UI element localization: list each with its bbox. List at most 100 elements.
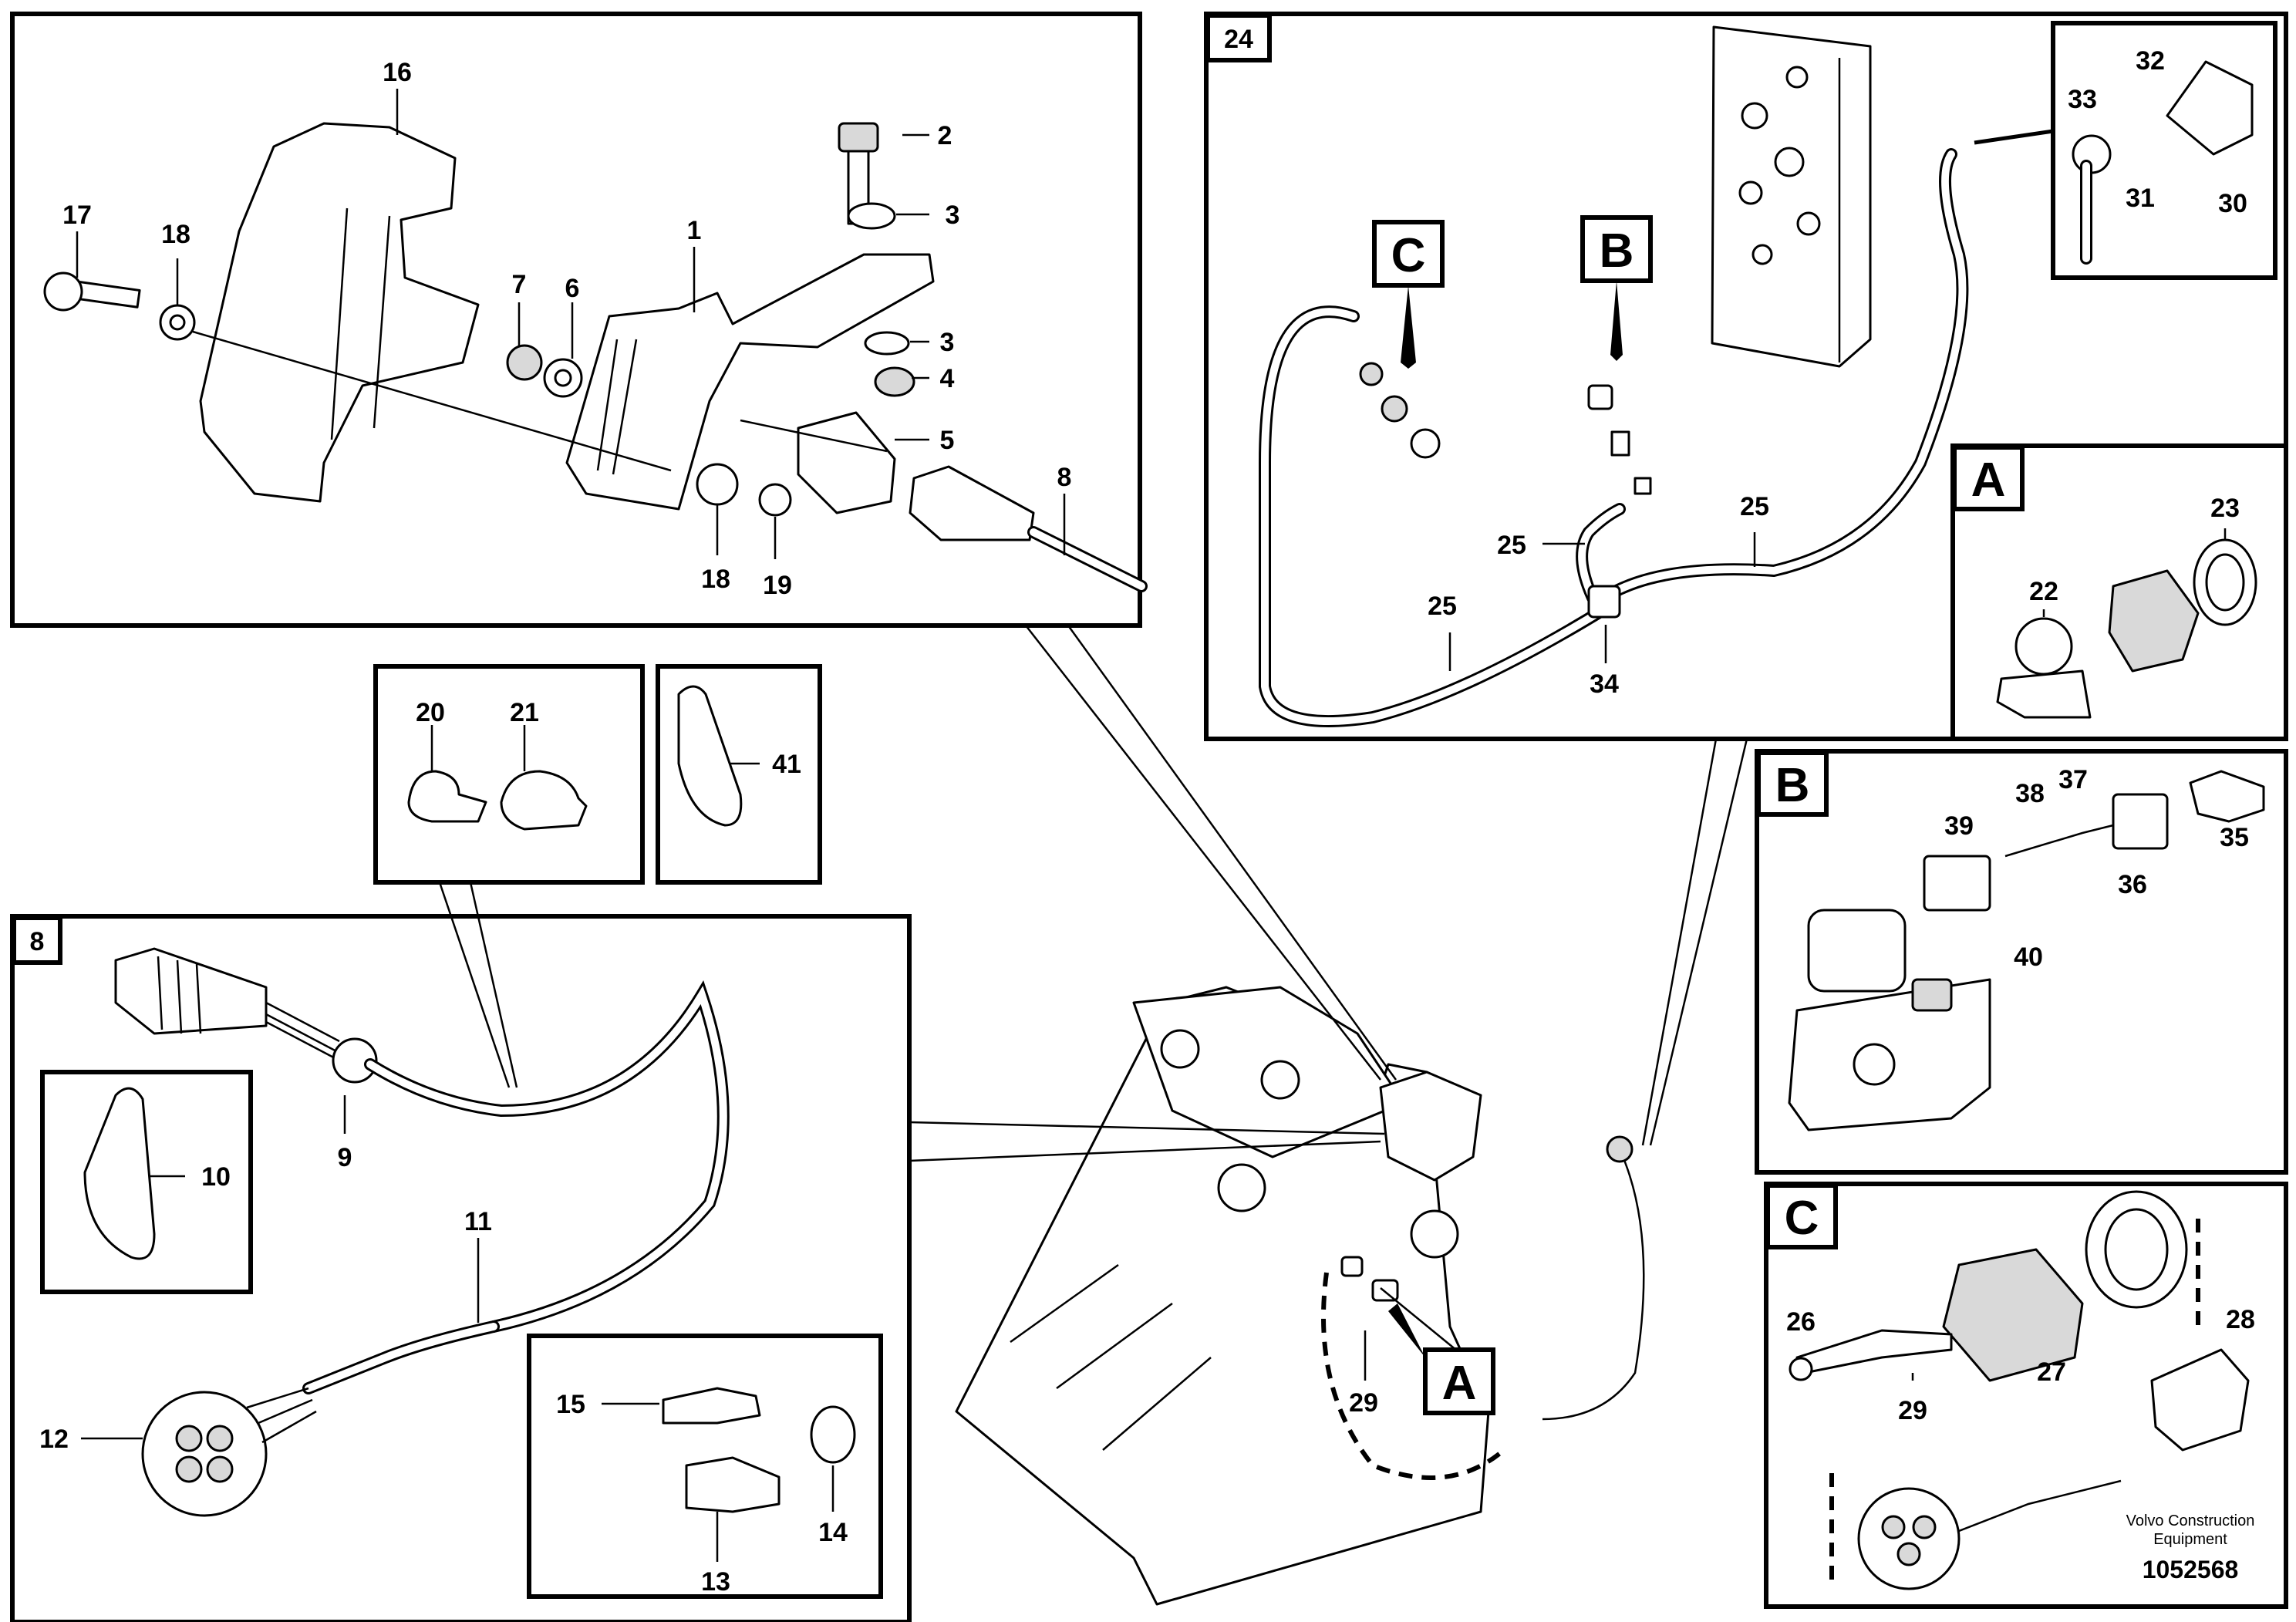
panel-sensor-bracket	[10, 12, 1148, 628]
panel-8-harness	[10, 914, 912, 1622]
label-10: 10	[201, 1162, 231, 1192]
connector-39	[1923, 855, 1991, 912]
o-ring-22	[2014, 617, 2073, 676]
plug-28	[2150, 1348, 2250, 1452]
label-9: 9	[338, 1143, 352, 1172]
box-8: 8	[12, 916, 62, 965]
seal-14	[810, 1405, 856, 1464]
grommet-9	[332, 1037, 378, 1084]
label-8-top: 8	[1057, 463, 1072, 492]
callout-lines	[438, 625, 1748, 1358]
box-b: B	[1756, 750, 1829, 817]
clip-20	[407, 770, 487, 823]
svg-text:C: C	[1785, 1192, 1819, 1245]
label-18b: 18	[701, 565, 730, 594]
svg-text:24: 24	[1224, 25, 1253, 54]
label-3: 3	[946, 201, 960, 230]
callout-c: C	[1372, 220, 1445, 369]
label-26: 26	[1786, 1307, 1816, 1337]
inset-41	[656, 664, 822, 885]
label-30: 30	[2218, 189, 2247, 218]
bolt-head-17	[43, 271, 83, 312]
label-11: 11	[464, 1207, 492, 1236]
label-27: 27	[2037, 1357, 2066, 1387]
connector-12	[141, 1391, 268, 1517]
clip-21	[500, 770, 588, 831]
bracket-1	[565, 253, 935, 511]
connector-body-a	[2108, 569, 2200, 673]
tee-fitting-34	[1587, 585, 1621, 619]
part-numbers: 16 17 18 7 6 1 2 3 3 4 5 8 18 19 20 21 4…	[39, 46, 2255, 1597]
knob-30	[2166, 60, 2254, 156]
nut-7	[506, 344, 543, 381]
label-16: 16	[383, 58, 412, 87]
loader-frame	[955, 986, 1645, 1606]
svg-text:A: A	[1442, 1357, 1477, 1410]
cable-tie-41	[677, 685, 743, 827]
inset-20-21	[373, 664, 645, 885]
label-23: 23	[2210, 494, 2240, 523]
cable-tie-10	[83, 1087, 156, 1260]
solenoid-coil	[1807, 909, 1907, 993]
label-37: 37	[2058, 765, 2088, 794]
seal-26	[1789, 1357, 1813, 1381]
washer-19	[758, 483, 792, 517]
label-31: 31	[2126, 184, 2155, 213]
label-2: 2	[938, 121, 952, 150]
label-5: 5	[940, 426, 955, 455]
label-34: 34	[1590, 669, 1619, 699]
label-4: 4	[940, 364, 955, 393]
label-14: 14	[818, 1518, 848, 1547]
panel-24-hoses	[1204, 12, 2288, 741]
elbow-35	[2189, 770, 2265, 823]
connector-27	[1942, 1248, 2084, 1382]
label-25b: 25	[1740, 492, 1769, 521]
label-38: 38	[2015, 779, 2045, 808]
washer-3b	[864, 331, 910, 356]
svg-text:A: A	[1971, 454, 2006, 507]
connector-face	[1857, 1487, 1961, 1590]
label-28: 28	[2226, 1305, 2255, 1334]
label-17: 17	[62, 201, 92, 230]
svg-text:8: 8	[30, 927, 45, 956]
panel-B	[1755, 749, 2288, 1175]
panel-C	[1764, 1182, 2288, 1609]
label-29b: 29	[1898, 1396, 1927, 1425]
label-35: 35	[2220, 823, 2249, 852]
label-12: 12	[39, 1425, 69, 1454]
label-21: 21	[510, 698, 539, 727]
doc-number: 1052568	[2143, 1556, 2239, 1583]
terminal-13	[685, 1456, 781, 1513]
label-39: 39	[1944, 811, 1974, 841]
label-40: 40	[2014, 943, 2043, 972]
label-29a: 29	[1349, 1388, 1378, 1418]
label-22: 22	[2029, 577, 2058, 606]
box-a: A	[1952, 445, 2025, 511]
label-19: 19	[763, 571, 792, 600]
box-24: 24	[1205, 13, 1272, 62]
label-13: 13	[701, 1567, 730, 1597]
label-1: 1	[687, 216, 702, 245]
callout-a: A	[1388, 1303, 1495, 1415]
sensor-body-8	[114, 947, 268, 1035]
label-3b: 3	[940, 328, 955, 357]
label-7: 7	[512, 270, 527, 299]
label-36: 36	[2118, 870, 2147, 899]
svg-text:B: B	[1775, 759, 1810, 812]
connector-36	[2112, 793, 2169, 850]
pin-15	[662, 1387, 761, 1425]
label-15: 15	[556, 1390, 585, 1419]
label-41: 41	[772, 750, 801, 779]
washer-18b	[696, 463, 739, 506]
svg-text:B: B	[1600, 224, 1634, 278]
label-25a: 25	[1497, 531, 1526, 560]
label-25c: 25	[1428, 592, 1457, 621]
label-6: 6	[565, 274, 580, 303]
label-33: 33	[2068, 85, 2097, 114]
number-leaders	[76, 89, 2227, 1562]
sensor-8-top	[909, 465, 1035, 541]
document-footer: Volvo Construction Equipment 1052568	[2126, 1512, 2255, 1583]
label-18: 18	[161, 220, 190, 249]
label-20: 20	[416, 698, 445, 727]
